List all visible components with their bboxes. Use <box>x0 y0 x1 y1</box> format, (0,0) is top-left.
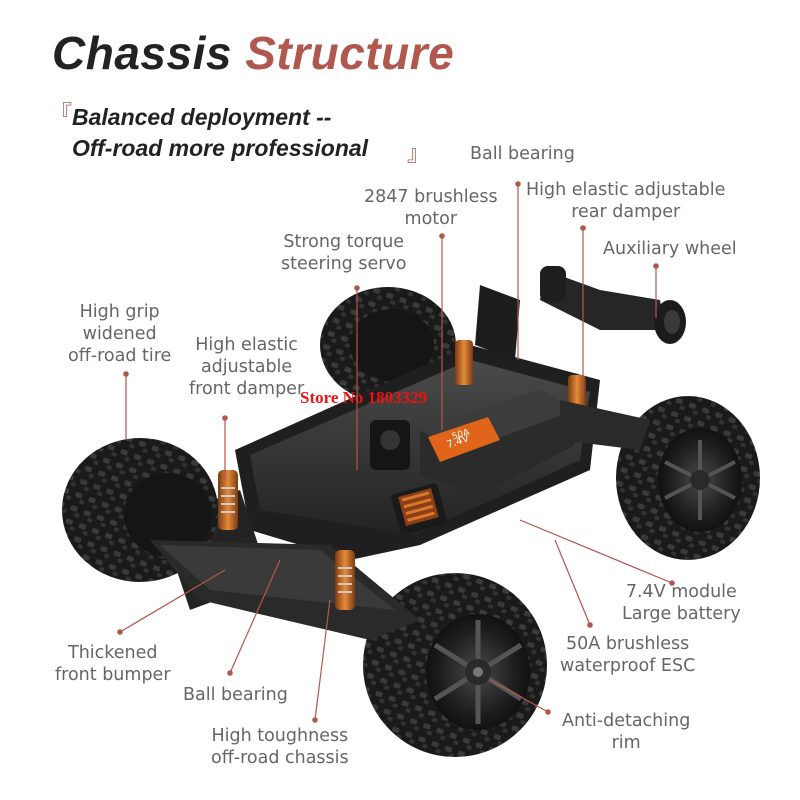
label-battery: 7.4V module Large battery <box>622 582 741 624</box>
esc-unit <box>391 483 447 535</box>
subtitle-line1: Balanced deployment -- <box>72 104 332 130</box>
label-anti-detaching-rim: Anti-detaching rim <box>562 711 691 753</box>
close-quote-mark: 』 <box>407 142 430 167</box>
label-off-road-tire: High grip widened off-road tire <box>68 302 172 366</box>
title-part2: Structure <box>245 27 455 79</box>
battery-pack: 7.4V <box>420 390 575 495</box>
label-ball-bearing-bottom: Ball bearing <box>183 685 288 705</box>
subtitle: Balanced deployment -- Off-road more pro… <box>72 102 368 164</box>
label-rear-damper: High elastic adjustable rear damper <box>526 180 726 222</box>
label-auxiliary-wheel: Auxiliary wheel <box>603 239 737 259</box>
label-off-road-chassis: High toughness off-road chassis <box>211 726 349 768</box>
label-ball-bearing-top: Ball bearing <box>470 144 575 164</box>
rear-arm <box>560 400 650 450</box>
auxiliary-wheel-frame <box>540 266 686 344</box>
label-esc: 50A brushless waterproof ESC <box>560 634 696 676</box>
label-brushless-motor: 2847 brushless motor <box>364 187 498 229</box>
label-steering-servo: Strong torque steering servo <box>281 232 407 274</box>
label-front-damper: High elastic adjustable front damper <box>189 335 305 399</box>
open-quote-mark: 『 <box>50 102 73 127</box>
motor-and-servo <box>370 285 520 470</box>
store-watermark: Store No 1803329 <box>300 388 428 407</box>
subtitle-line2: Off-road more professional <box>72 135 369 161</box>
shock-absorbers <box>218 340 586 610</box>
label-front-bumper: Thickened front bumper <box>55 643 171 685</box>
title-part1: Chassis <box>52 27 232 79</box>
rear-right-wheel <box>616 396 760 560</box>
page-title: Chassis Structure <box>52 26 454 80</box>
